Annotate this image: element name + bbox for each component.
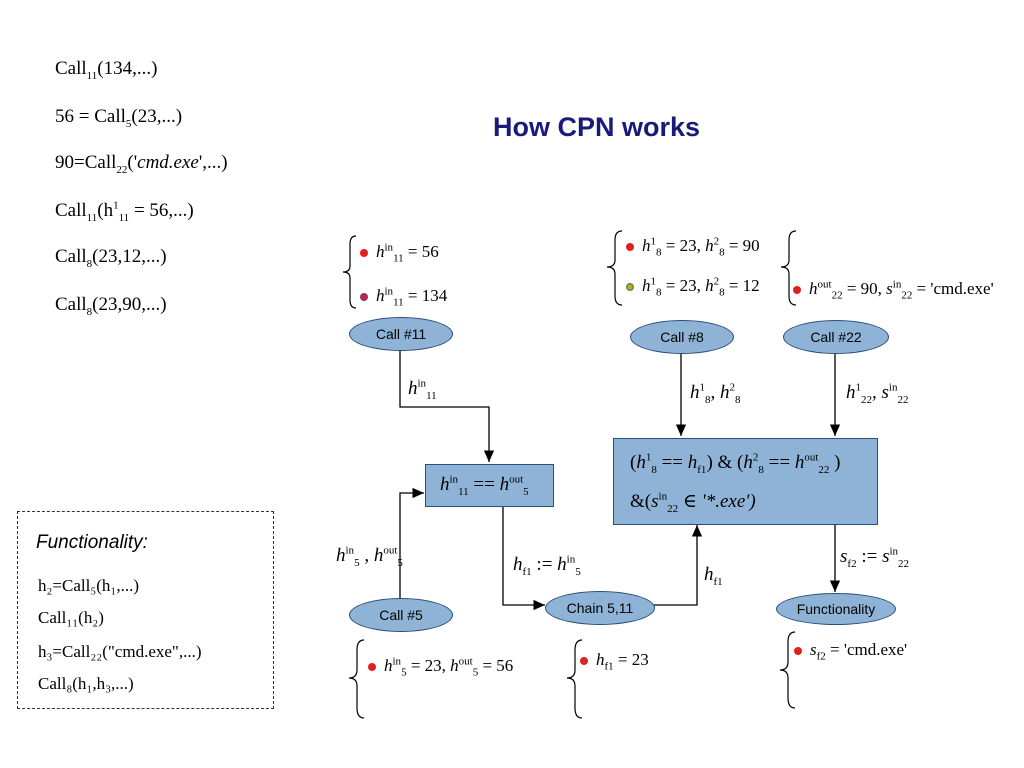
functionality-line-1: h₂=Call₅(h₁,...): [38, 576, 140, 595]
call-line-2: 56 = Call5(23,...): [55, 106, 183, 130]
edge-call5-to-match: [399, 487, 424, 598]
node-call-22: Call #22: [783, 320, 889, 354]
condition-line-1: (h18 == hf1) & (h28 == hout22 ): [630, 451, 841, 476]
functionality-heading: Functionality:: [36, 532, 148, 553]
label-h22-s22: h122, sin22: [846, 381, 909, 406]
call-line-4: Call11(h111 = 56,...): [55, 199, 194, 224]
edge-match-to-chain: [502, 505, 545, 611]
bullet-red: [580, 657, 588, 666]
bullet-red: [368, 663, 376, 672]
label-h5-in-out: hin5 , hout5: [336, 544, 403, 569]
bullet-purple: [360, 293, 368, 302]
brace-chain: [566, 639, 583, 719]
bullet-red: [360, 249, 368, 258]
node-call-8: Call #8: [630, 320, 734, 354]
node-functionality: Functionality: [776, 593, 896, 625]
eq-h11-134: hin11 = 134: [360, 286, 447, 308]
eq-sf2: sf2 = 'cmd.exe': [794, 640, 907, 662]
condition-box: [613, 438, 878, 525]
label-sf2-assign: sf2 := sin22: [840, 545, 910, 570]
functionality-line-2: Call₁₁(h₂): [38, 608, 104, 627]
functionality-line-4: Call₈(h₁,h₃,...): [38, 674, 134, 693]
match-box-formula: hin11 == hout5: [440, 473, 529, 498]
call-line-5: Call8(23,12,...): [55, 246, 167, 270]
node-call-5: Call #5: [349, 598, 453, 632]
eq-h11-56: hin11 = 56: [360, 242, 439, 264]
label-hf1-assign: hf1 := hin5: [513, 553, 581, 578]
label-hf1: hf1: [704, 564, 723, 588]
condition-line-2: &(sin22 ∈ '*.exe'): [630, 490, 756, 515]
call-line-1: Call11(134,...): [55, 58, 158, 82]
brace-call22: [780, 230, 797, 306]
page-title: How CPN works: [493, 112, 701, 142]
bullet-red: [793, 286, 801, 295]
functionality-line-3: h₃=Call₂₂("cmd.exe",...): [38, 642, 202, 661]
bullet-red: [626, 243, 634, 252]
node-call-11: Call #11: [349, 317, 453, 351]
node-chain-5-11: Chain 5,11: [545, 591, 655, 625]
edge-chain-to-condition: [652, 525, 703, 606]
call-line-3: 90=Call22('cmd.exe',...): [55, 152, 228, 176]
eq-h5: hin5 = 23, hout5 = 56: [368, 656, 513, 678]
eq-h8-90: h18 = 23, h28 = 90: [626, 236, 760, 258]
eq-h22-s22: hout22 = 90, sin22 = 'cmd.exe': [793, 279, 994, 301]
label-h8: h18, h28: [690, 381, 741, 406]
match-box: [425, 464, 554, 507]
brace-call11: [342, 235, 357, 309]
bullet-red: [794, 647, 802, 656]
edge-call11-to-match: [399, 348, 495, 462]
eq-h8-12: h18 = 23, h28 = 12: [626, 276, 760, 298]
functionality-box: [17, 511, 274, 709]
brace-call8: [606, 230, 623, 306]
bullet-green: [626, 283, 634, 292]
brace-call5: [348, 639, 365, 719]
eq-hf1: hf1 = 23: [580, 650, 649, 672]
call-line-6: Call8(23,90,...): [55, 294, 167, 318]
brace-functionality: [779, 631, 796, 709]
label-h11-in: hin11: [408, 377, 437, 402]
